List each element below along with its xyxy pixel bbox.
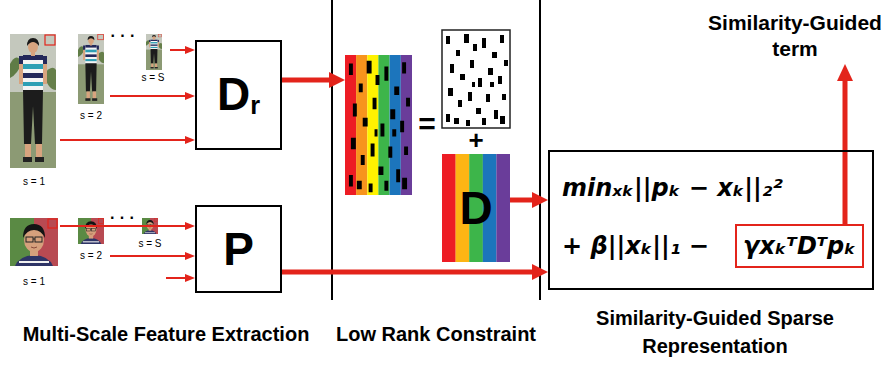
scale-arrow bbox=[170, 49, 185, 51]
scale-image: s = S bbox=[134, 216, 166, 250]
matrix-symbol: Dr bbox=[217, 71, 260, 118]
flow-arrow bbox=[282, 78, 330, 83]
face-photo bbox=[78, 218, 104, 244]
matrix-stripe bbox=[345, 55, 356, 195]
scale-caption: s = 1 bbox=[23, 276, 45, 288]
matrix-frame bbox=[442, 30, 510, 128]
equation-term: γxₖᵀDᵀpₖ bbox=[743, 230, 856, 262]
panel-separator bbox=[539, 0, 541, 300]
low-rank-stripes bbox=[442, 154, 510, 262]
matrix-symbol: P bbox=[223, 226, 254, 272]
panel-separator bbox=[331, 0, 333, 300]
matrix-symbol: D bbox=[459, 185, 492, 231]
flow-arrow bbox=[510, 198, 532, 203]
matrix-stripe bbox=[496, 154, 510, 262]
scale-image: s = 1 bbox=[8, 32, 60, 188]
scale-caption: s = 1 bbox=[23, 176, 45, 188]
low-rank-matrix: D bbox=[442, 154, 510, 262]
ellipsis: · · · bbox=[110, 208, 134, 227]
observed-matrix bbox=[345, 55, 412, 195]
symbol-letter: D bbox=[217, 68, 250, 120]
equation-term: + β||xₖ||₁ − bbox=[562, 230, 709, 262]
similarity-term-box: γxₖᵀDᵀpₖ bbox=[735, 224, 864, 268]
matrix-stripe bbox=[442, 154, 456, 262]
scale-arrow bbox=[110, 95, 185, 97]
callout-arrow bbox=[843, 80, 848, 224]
scale-image: s = S bbox=[136, 32, 170, 84]
scale-image: s = 2 bbox=[72, 216, 110, 262]
scale-image: s = 1 bbox=[8, 216, 60, 288]
arrow-head bbox=[329, 72, 345, 88]
scale-caption: s = S bbox=[138, 238, 161, 250]
scale-caption: s = 2 bbox=[80, 110, 102, 122]
person-photo bbox=[146, 34, 162, 70]
section-title: Similarity-Guided Sparse Representation bbox=[555, 304, 875, 360]
symbol-subscript: r bbox=[250, 91, 260, 119]
probe-box: P bbox=[195, 205, 282, 293]
equals-sign: = bbox=[413, 106, 441, 142]
dictionary-box: Dr bbox=[195, 40, 282, 150]
scale-image: s = 2 bbox=[72, 32, 110, 122]
scale-arrow bbox=[166, 277, 185, 279]
scale-caption: s = 2 bbox=[80, 250, 102, 262]
ellipsis: · · · bbox=[110, 26, 136, 45]
person-photo bbox=[78, 34, 104, 104]
plus-sign: + bbox=[462, 128, 490, 152]
person-photo bbox=[10, 34, 56, 168]
arrow-head bbox=[837, 64, 853, 81]
sparse-matrix bbox=[442, 30, 510, 128]
flow-arrow bbox=[282, 270, 532, 275]
equation-box: minₓₖ||pₖ − xₖ||₂² + β||xₖ||₁ − γxₖᵀDᵀpₖ bbox=[548, 150, 874, 290]
section-title: Low Rank Constraint bbox=[336, 322, 536, 346]
scale-caption: s = S bbox=[141, 72, 164, 84]
equation-term: minₓₖ||pₖ − xₖ||₂² bbox=[562, 172, 783, 204]
matrix-noise bbox=[349, 61, 410, 192]
scale-arrow bbox=[60, 139, 185, 141]
face-photo bbox=[10, 218, 58, 266]
section-title: Multi-Scale Feature Extraction bbox=[4, 322, 328, 346]
matrix-noise bbox=[446, 34, 508, 126]
term-callout: Similarity-Guided term bbox=[690, 10, 882, 62]
scale-arrow bbox=[110, 255, 185, 257]
